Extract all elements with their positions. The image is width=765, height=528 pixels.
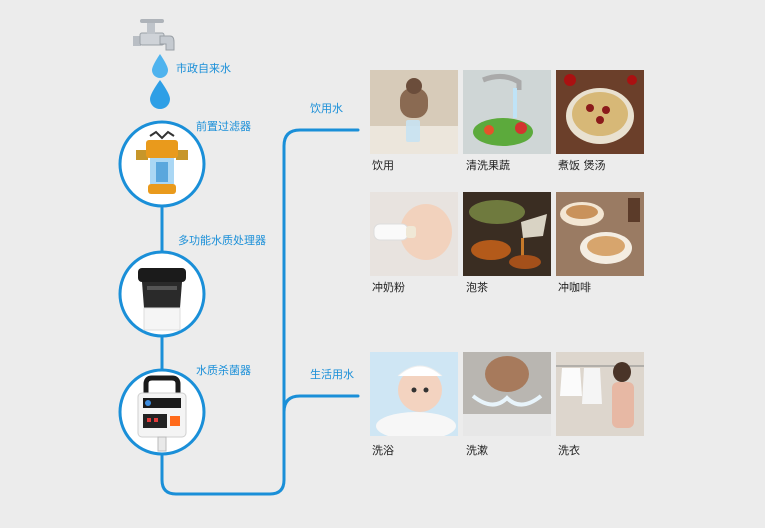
caption-bathing: 洗浴	[372, 444, 394, 457]
drinking-branch-label: 饮用水	[310, 102, 343, 115]
domestic-branch-label: 生活用水	[310, 368, 354, 381]
water-drop-icon	[152, 54, 168, 78]
prefilter-label: 前置过滤器	[196, 120, 251, 133]
caption-tea: 泡茶	[466, 281, 488, 294]
caption-drinking: 饮用	[372, 159, 394, 172]
sterilizer-label: 水质杀菌器	[196, 364, 251, 377]
caption-face-wash: 洗漱	[466, 444, 488, 457]
caption-laundry: 洗衣	[558, 444, 580, 457]
photo-tea	[463, 192, 551, 276]
source-label: 市政自来水	[176, 62, 231, 75]
caption-baby-formula: 冲奶粉	[372, 281, 405, 294]
processor-icon	[138, 268, 186, 331]
photo-laundry	[556, 352, 644, 436]
photo-baby-formula	[370, 192, 458, 276]
water-drop-icon	[150, 80, 170, 109]
caption-wash-produce: 清洗果蔬	[466, 159, 510, 172]
prefilter-icon	[136, 130, 188, 194]
sterilizer-icon	[137, 375, 187, 452]
domestic-branch-pipe	[282, 394, 360, 414]
caption-cook-soup: 煮饭 煲汤	[558, 159, 606, 172]
photo-bathing	[370, 352, 458, 436]
faucet-icon	[133, 19, 175, 51]
photo-wash-produce	[463, 70, 551, 154]
photo-coffee	[556, 192, 644, 276]
processor-label: 多功能水质处理器	[178, 234, 266, 247]
photo-cook-soup	[556, 70, 644, 154]
photo-drinking	[370, 70, 458, 154]
caption-coffee: 冲咖啡	[558, 281, 591, 294]
pipe-lines	[160, 128, 360, 496]
photo-face-wash	[463, 352, 551, 436]
main-pipe	[160, 128, 360, 496]
